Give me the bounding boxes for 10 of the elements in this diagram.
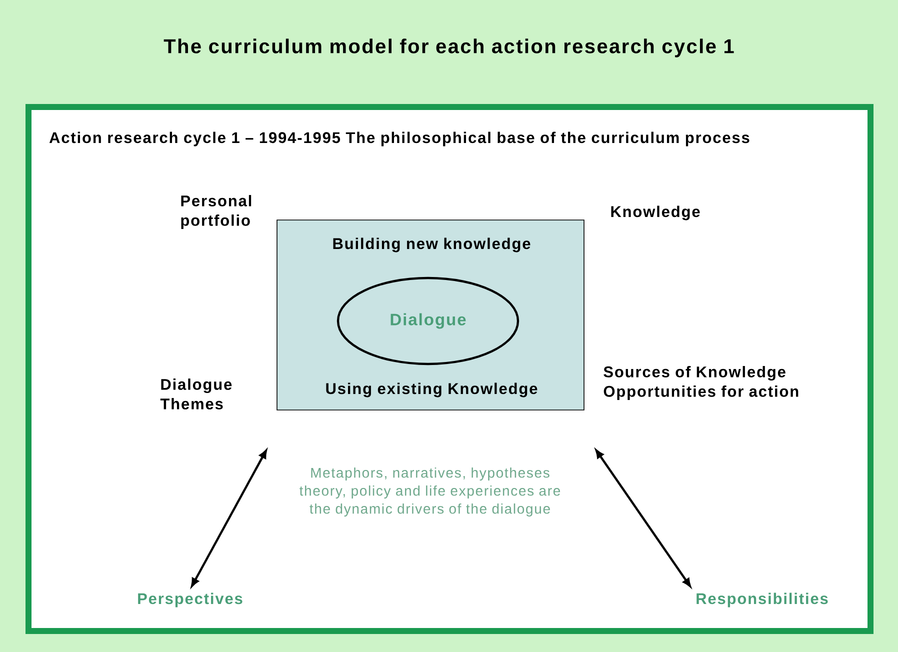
title: The curriculum model for each action research cycle 1 [164,38,734,58]
note-text: Metaphors, narratives, hypotheses theory, policy and life experiences are the dynamic drivers of the dialogue [300,467,560,516]
side-label: Dialogue Themes [160,378,232,410]
double-arrow [191,450,267,587]
double-arrow [595,450,691,587]
bottom-label: Responsibilities [696,592,828,608]
side-label: Knowledge [611,206,700,220]
side-label: Personal portfolio [181,195,252,229]
side-label: Sources of Knowledge Opportunities for action [604,366,798,400]
bottom-label: Perspectives [138,592,242,608]
